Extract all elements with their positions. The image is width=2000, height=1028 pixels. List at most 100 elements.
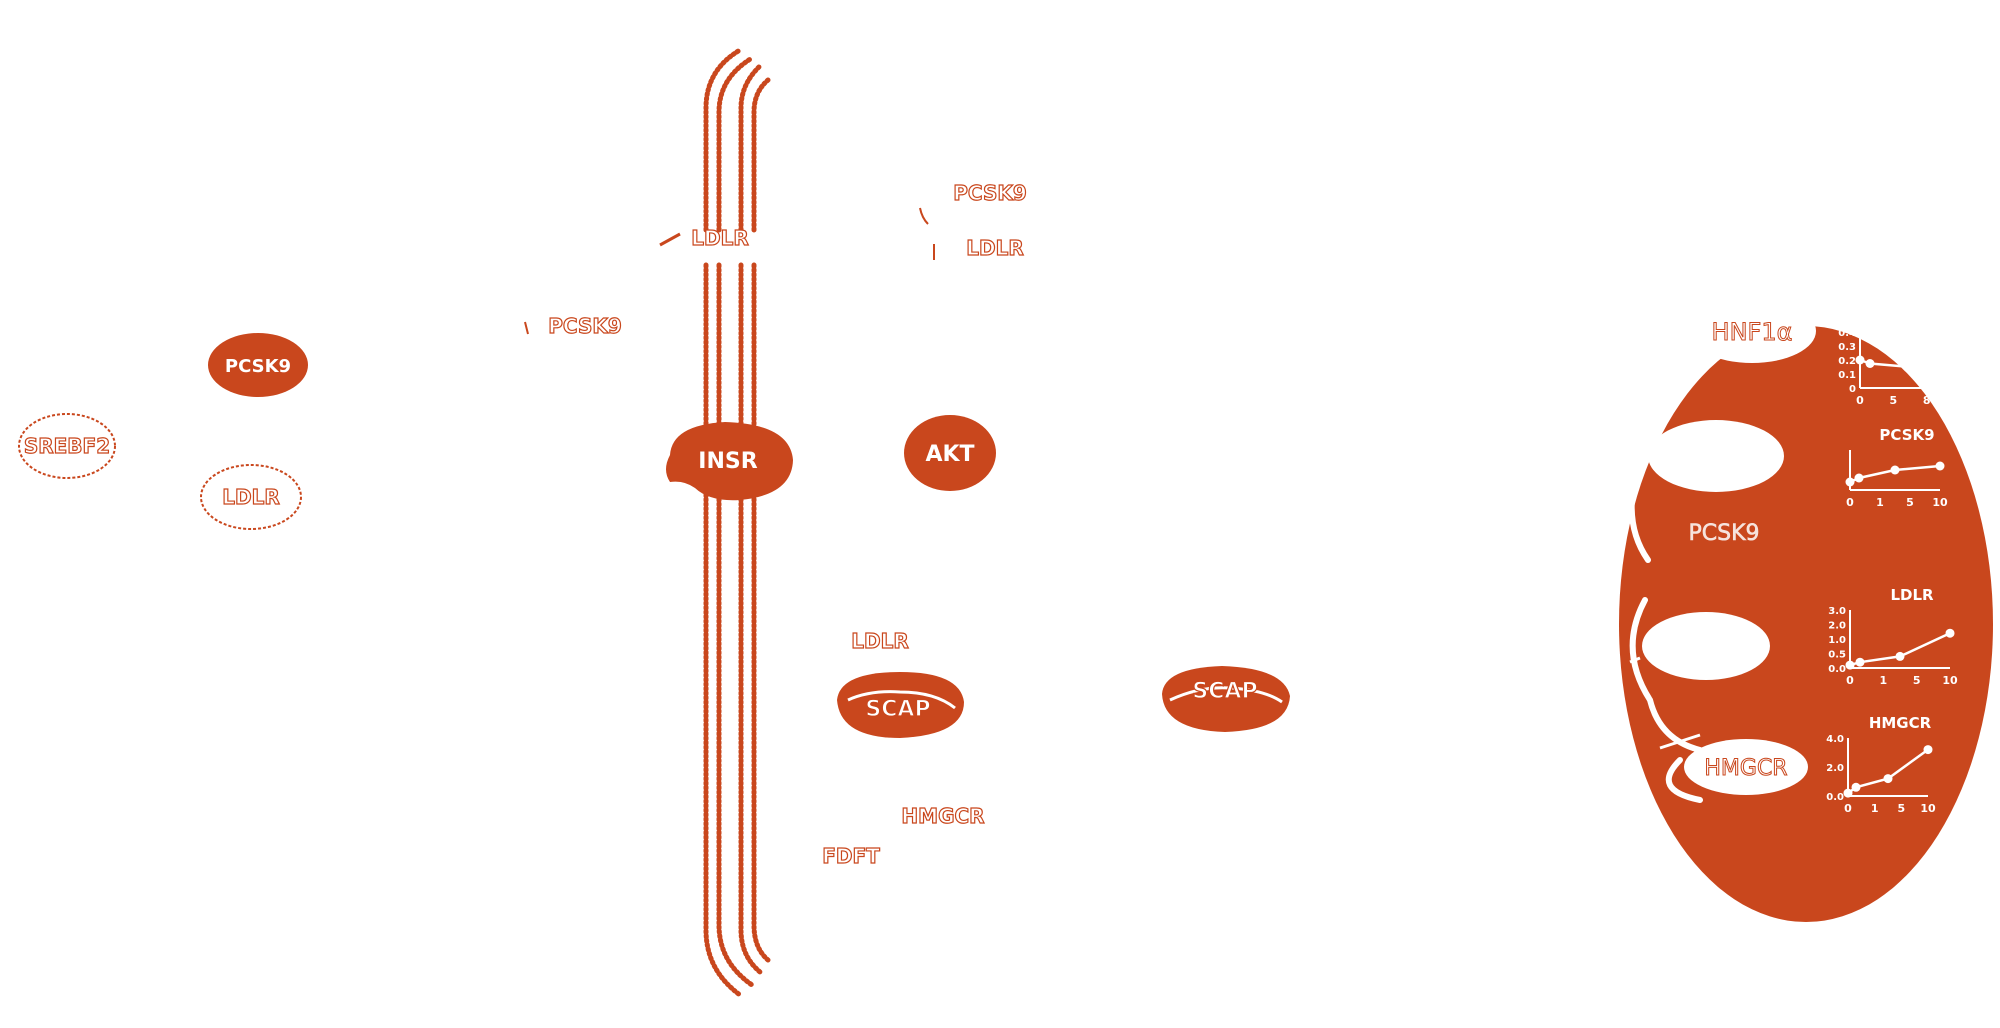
y-tick-label: 0.2 xyxy=(1838,356,1856,367)
data-point xyxy=(1890,465,1900,475)
y-tick-label: 2.0 xyxy=(1828,621,1846,632)
white-blob-lower xyxy=(1642,612,1770,680)
pcsk9-node-left[interactable]: PCSK9 xyxy=(208,333,308,397)
x-tick-label: 10 xyxy=(1932,496,1948,509)
y-tick-label: 0.3 xyxy=(1838,342,1856,353)
srebf2-label: SREBF2 xyxy=(24,434,110,458)
fdft-node[interactable]: FDFT xyxy=(822,843,881,868)
data-point xyxy=(1945,628,1955,638)
data-point xyxy=(1905,362,1915,372)
data-point xyxy=(1895,651,1905,661)
scap-node-right[interactable]: SCAP xyxy=(1162,666,1290,732)
data-point xyxy=(1845,477,1855,487)
scap-left-label: SCAP xyxy=(865,697,930,722)
y-tick-label: 0.0 xyxy=(1828,664,1846,675)
y-tick-label: 3.0 xyxy=(1828,606,1846,617)
pcsk9-label-left: PCSK9 xyxy=(225,356,291,377)
x-tick-label: 1 xyxy=(1880,674,1888,687)
srebf2-node[interactable]: SREBF2 xyxy=(18,413,116,479)
x-tick-label: 5 xyxy=(1906,496,1914,509)
ldlr-mid[interactable]: LDLR xyxy=(851,628,910,653)
x-tick-label: 1 xyxy=(1871,802,1879,815)
data-point xyxy=(1851,782,1861,792)
ldlr-mid-label: LDLR xyxy=(851,629,909,653)
hmgcr-cell-label: HMGCR xyxy=(1704,756,1787,781)
y-tick-label: 0.5 xyxy=(1838,314,1856,325)
hmgcr-mid-label: HMGCR xyxy=(901,804,984,828)
pcsk9-node-cell[interactable]: PCSK9 xyxy=(1688,521,1760,547)
x-tick-label: 10 xyxy=(1920,802,1936,815)
y-tick-label: 0 xyxy=(1849,384,1856,395)
x-tick-label: 5 xyxy=(1898,802,1906,815)
ldlr-top-label: LDLR xyxy=(966,236,1024,260)
series-line xyxy=(1849,464,1941,484)
series-line xyxy=(1859,358,1961,379)
x-tick-label: 10 xyxy=(1942,674,1958,687)
x-tick-label: 0 xyxy=(1846,496,1854,509)
x-tick-label: 0 xyxy=(1846,674,1854,687)
series-line xyxy=(1847,748,1929,795)
scap-right-label: SCAP xyxy=(1192,679,1257,704)
x-tick-label: 5 xyxy=(1890,394,1898,407)
data-point xyxy=(1855,355,1865,365)
y-tick-label: 4.0 xyxy=(1826,734,1844,745)
x-tick-label: 0 xyxy=(1844,802,1852,815)
ldlr-receptor-label: LDLR xyxy=(691,226,749,250)
white-blob-upper xyxy=(1648,420,1784,492)
series-line xyxy=(1849,632,1951,667)
chart-title: LDLR xyxy=(1890,586,1934,604)
data-point xyxy=(1923,745,1933,755)
y-tick-label: 2.0 xyxy=(1826,763,1844,774)
data-point xyxy=(1935,461,1945,471)
y-tick-label: 0.0 xyxy=(1826,792,1844,803)
ldlr-label-left: LDLR xyxy=(222,485,280,509)
ldlr-receptor[interactable]: LDLR xyxy=(659,225,749,251)
hmgcr-mid[interactable]: HMGCR xyxy=(901,803,985,828)
ldlr-node-left[interactable]: LDLR xyxy=(200,464,302,530)
hnf1a-label: HNF1α xyxy=(1712,318,1793,346)
data-point xyxy=(1854,473,1864,483)
data-point xyxy=(1955,373,1965,382)
mini-chart-ldlr: LDLR 0 1 5 10 3.0 2.0 1.0 0.5 0.0 xyxy=(1828,586,1958,687)
mini-chart-hnf1a: HNF1A 0 5 8 10 0.5 0.4 0.3 0.2 0.1 0 xyxy=(1838,294,1968,407)
insr-label: INSR xyxy=(698,449,757,474)
chart-title: PCSK9 xyxy=(1879,426,1934,444)
pcsk9-top-label: PCSK9 xyxy=(953,181,1027,205)
data-point xyxy=(1855,657,1865,667)
akt-node[interactable]: AKT xyxy=(904,415,996,491)
x-tick-label: 10 xyxy=(1952,394,1968,407)
pcsk9-cell-label: PCSK9 xyxy=(1688,521,1759,546)
y-tick-label: 0.4 xyxy=(1838,328,1856,339)
data-point xyxy=(1865,359,1875,368)
dna-icon xyxy=(1777,226,1802,294)
akt-label: AKT xyxy=(925,442,974,467)
pcsk9-bound[interactable]: PCSK9 xyxy=(524,313,622,339)
scap-node-left[interactable]: SCAP xyxy=(837,672,964,738)
x-tick-label: 5 xyxy=(1913,674,1921,687)
data-point xyxy=(1845,660,1855,670)
mini-chart-pcsk9: PCSK9 0 1 5 10 xyxy=(1845,426,1948,509)
pcsk9-top[interactable]: PCSK9 xyxy=(919,180,1027,225)
hnf1a-node[interactable]: HNF1α xyxy=(1688,299,1816,363)
cell-gene-label: PCSK9 xyxy=(1806,258,1887,283)
data-point xyxy=(1883,774,1893,784)
chart-title: HMGCR xyxy=(1869,714,1932,732)
y-tick-label: 1.0 xyxy=(1828,635,1846,646)
x-tick-label: 8 xyxy=(1923,394,1931,407)
y-tick-label: 0.5 xyxy=(1828,650,1846,661)
cell-membrane xyxy=(703,47,771,998)
pcsk9-bound-label: PCSK9 xyxy=(548,314,622,338)
data-point xyxy=(1843,788,1853,798)
hmgcr-node-cell[interactable]: HMGCR xyxy=(1684,739,1808,795)
x-tick-label: 0 xyxy=(1856,394,1864,407)
mini-chart-hmgcr: HMGCR 0 1 5 10 4.0 2.0 0.0 xyxy=(1826,714,1936,815)
x-tick-label: 1 xyxy=(1876,496,1884,509)
gene-line xyxy=(1704,259,1773,264)
insr-node[interactable]: INSR xyxy=(666,422,793,501)
ldlr-top[interactable]: LDLR xyxy=(933,235,1024,261)
y-tick-label: 0.1 xyxy=(1838,370,1856,381)
fdft-label: FDFT xyxy=(822,844,880,868)
chart-title: HNF1A xyxy=(1893,294,1951,312)
